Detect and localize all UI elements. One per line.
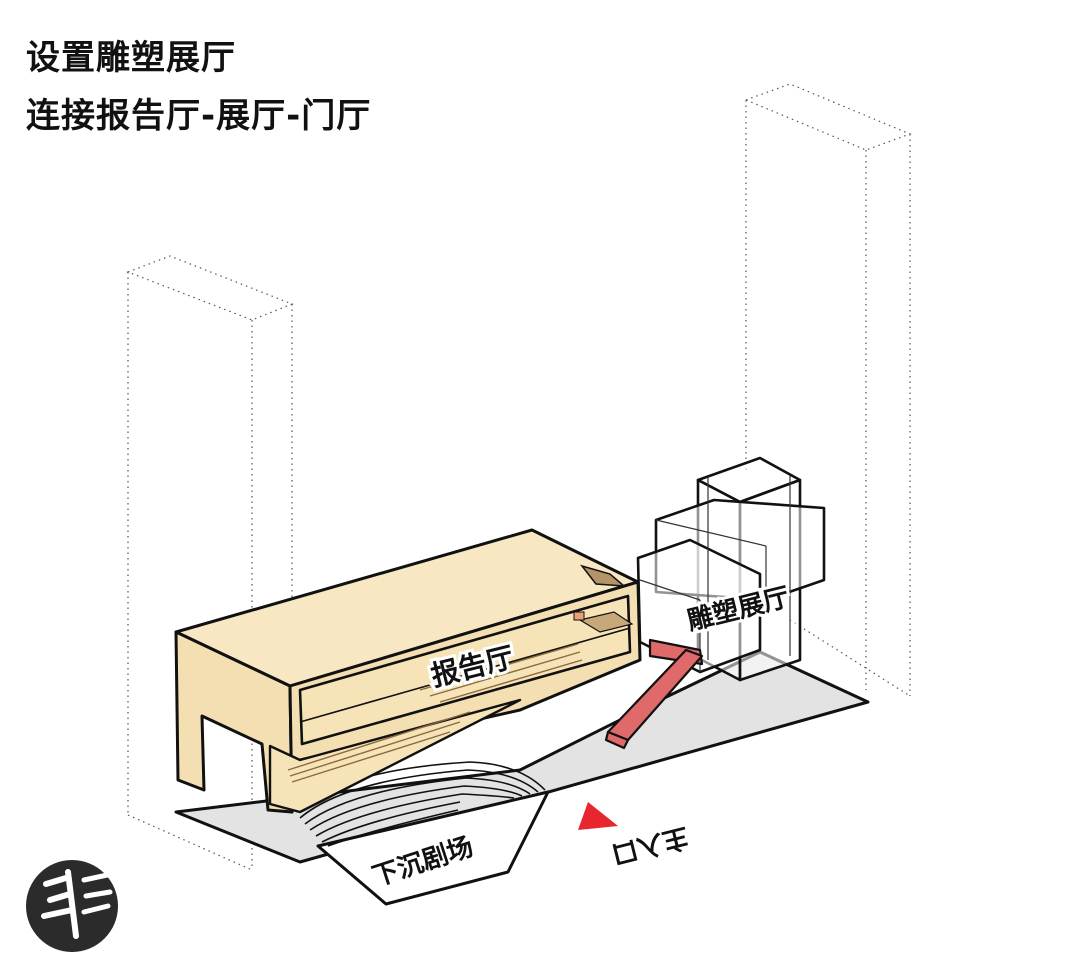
label-main-entrance: 主入口 [609,821,692,869]
logo-seal-icon [26,860,118,952]
heading-line-1: 设置雕塑展厅 [26,38,236,78]
connecting-ramp [604,638,704,750]
context-building-right [744,83,912,697]
lecture-hall-volume [174,528,642,814]
entrance-arrow-icon [578,802,618,830]
heading-line-2: 连接报告厅-展厅-门厅 [26,96,372,136]
sculpture-hall-volume [636,456,826,682]
context-building-left [126,255,294,871]
